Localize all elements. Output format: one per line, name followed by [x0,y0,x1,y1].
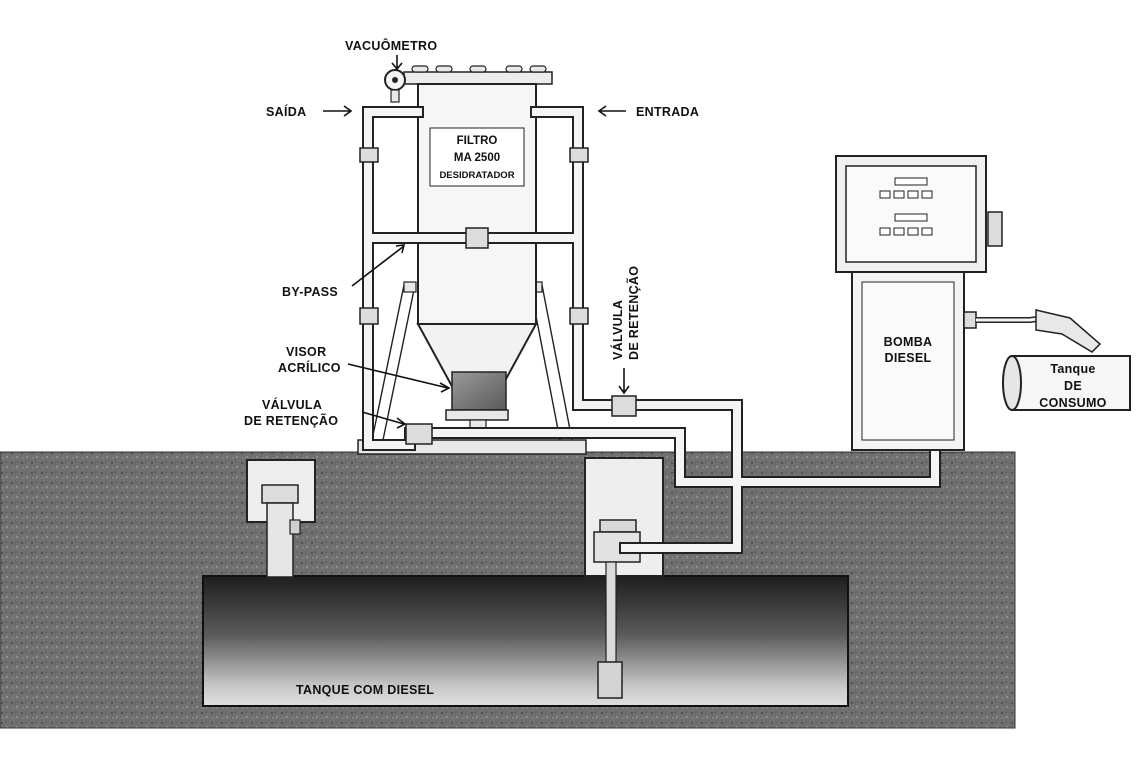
label-valvula-left-1: VÁLVULA [262,397,322,412]
arrowhead-valvula-right [618,385,630,395]
arrow-by-pass [351,245,405,287]
label-valvula-right-1: VÁLVULA [610,300,625,360]
label-visor-1: VISOR [286,345,326,359]
arrowhead-entrada [597,105,607,117]
consumption-tank [1002,355,1131,411]
label-by-pass: BY-PASS [282,285,338,299]
label-valvula-right-2: DE RETENÇÃO [626,266,641,360]
arrowhead-valvula-left [396,417,407,429]
arrowhead-by-pass [395,244,406,254]
label-bomba-2: DIESEL [885,351,932,365]
filter-body [403,71,553,431]
label-visor-2: ACRÍLICO [278,360,341,375]
left-pit [246,459,316,578]
diesel-tank [202,575,849,707]
label-entrada: ENTRADA [636,105,699,119]
label-filtro-3: DESIDRATADOR [439,170,514,181]
label-tanque-consumo-3: CONSUMO [1039,396,1106,410]
label-filtro-1: FILTRO [457,135,498,147]
arrowhead-vacuometro [391,62,403,71]
label-tanque-diesel: TANQUE COM DIESEL [296,683,434,697]
label-saida: SAÍDA [266,104,306,119]
arrowhead-visor [439,382,451,393]
label-vacuometro: VACUÔMETRO [345,38,437,53]
label-filtro-2: MA 2500 [454,152,500,164]
vacuum-gauge [384,69,406,103]
arrow-visor [347,363,449,389]
right-pit [584,457,664,699]
label-tanque-consumo-2: DE [1064,379,1082,393]
label-valvula-left-2: DE RETENÇÃO [244,413,338,428]
diesel-pump [835,155,1102,451]
filter-lid-bolts [411,65,547,73]
label-bomba-1: BOMBA [884,335,933,349]
arrow-valvula-left [361,411,405,425]
arrowhead-saida [343,105,353,117]
label-tanque-consumo-1: Tanque [1050,362,1095,376]
